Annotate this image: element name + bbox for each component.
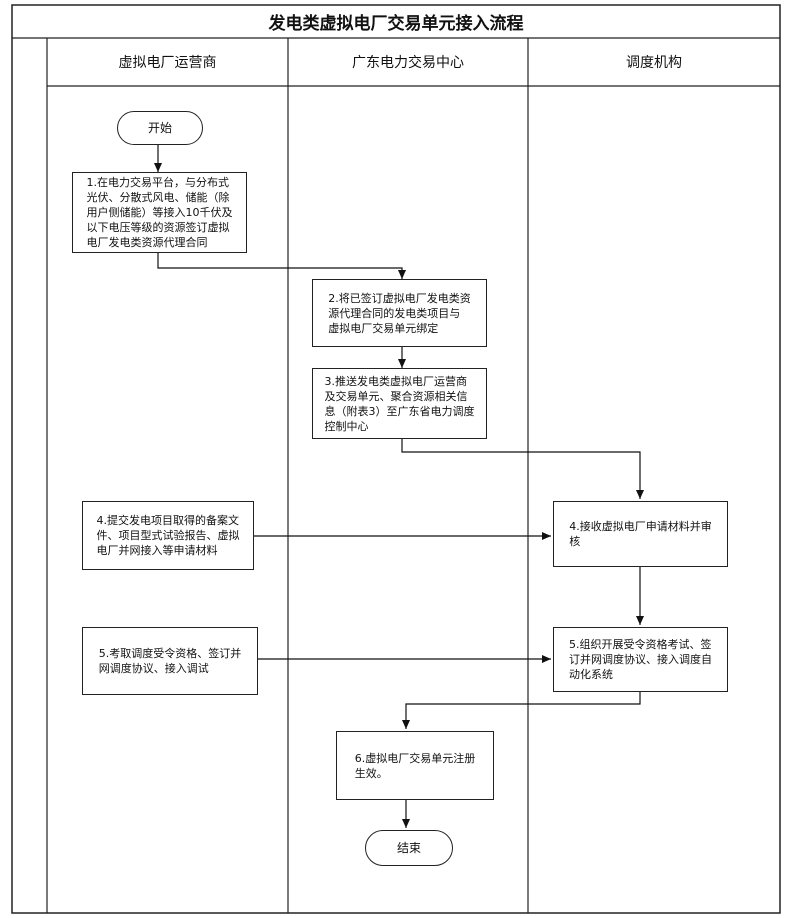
- lane-header-dispatch: 调度机构: [626, 55, 682, 71]
- step6-node: 6.虚拟电厂交易单元注册 生效。: [336, 731, 494, 800]
- step3-node: 3.推送发电类虚拟电厂运营商 及交易单元、聚合资源相关信 息（附表3）至广东省电…: [312, 368, 487, 439]
- edge-step1-step2: [157, 253, 406, 279]
- step5a-node: 5.考取调度受令资格、签订并 网调度协议、接入调试: [82, 627, 258, 695]
- step1-node: 1.在电力交易平台，与分布式 光伏、分散式风电、储能（除 用户侧储能）等接入10…: [72, 172, 247, 253]
- step2-node: 2.将已签订虚拟电厂发电类资 源代理合同的发电类项目与 虚拟电厂交易单元绑定: [312, 279, 487, 347]
- lane-header-operator: 虚拟电厂运营商: [118, 55, 217, 71]
- lane-header-trading-center: 广东电力交易中心: [352, 55, 464, 71]
- outer-border: [11, 4, 781, 914]
- end-node: 结束: [365, 830, 453, 866]
- step4b-node: 4.接收虚拟电厂申请材料并审 核: [553, 501, 728, 567]
- edge-step5b-step6: [402, 692, 641, 729]
- page-title: 发电类虚拟电厂交易单元接入流程: [268, 13, 524, 34]
- start-node: 开始: [117, 111, 203, 145]
- edge-step3-step4b: [401, 439, 644, 499]
- step5b-node: 5.组织开展受令资格考试、签 订并网调度协议、接入调度自 动化系统: [553, 627, 728, 692]
- step4a-node: 4.提交发电项目取得的备案文 件、项目型式试验报告、虚拟 电厂并网接入等申请材料: [82, 501, 254, 570]
